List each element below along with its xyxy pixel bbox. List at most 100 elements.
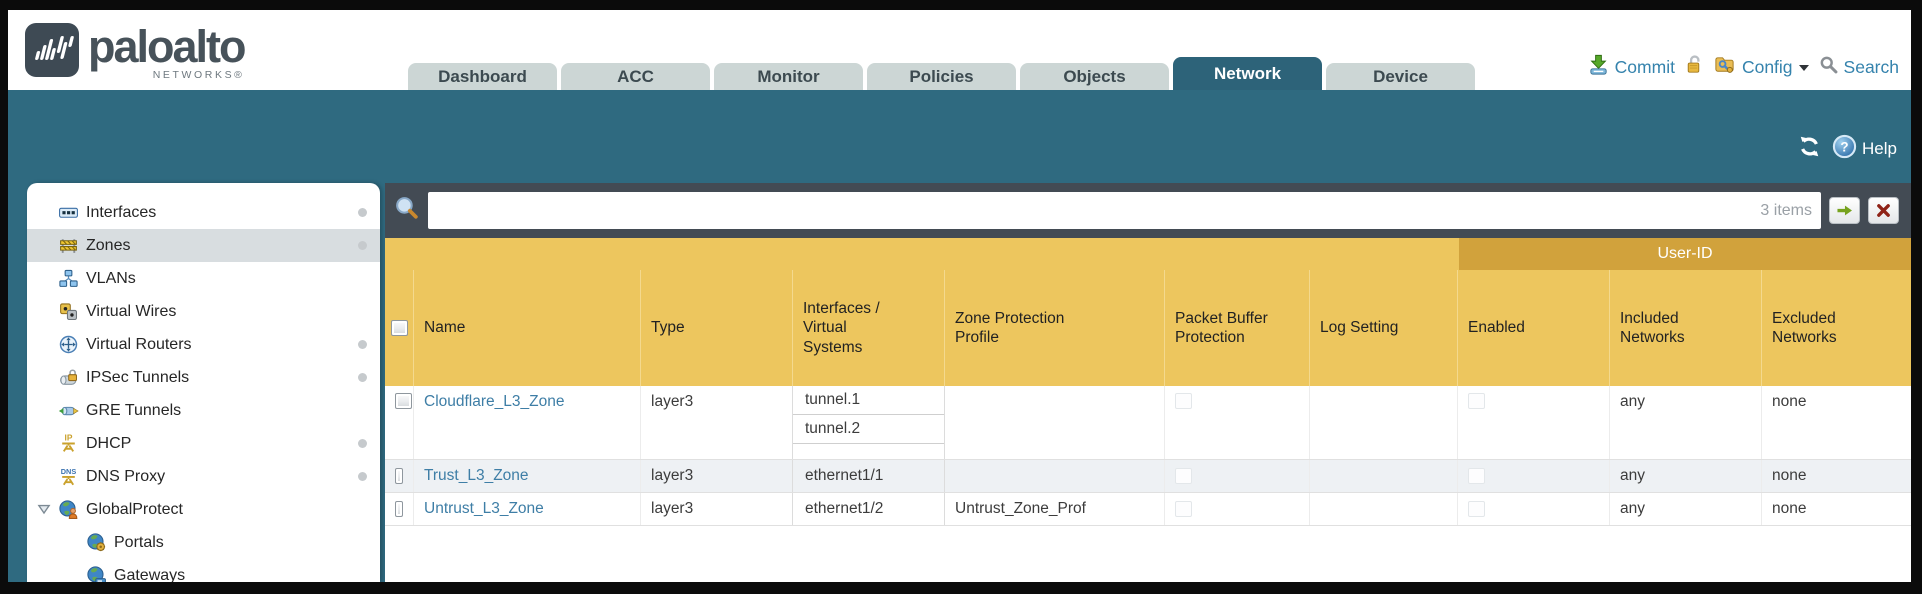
sidebar-item-label: DNS Proxy <box>86 467 166 485</box>
tab-monitor[interactable]: Monitor <box>714 63 863 90</box>
zone-protection-cell: Untrust_Zone_Prof <box>945 493 1165 525</box>
column-header-included-networks[interactable]: Included Networks <box>1610 270 1762 386</box>
zones-icon <box>57 235 79 257</box>
row-select-checkbox[interactable] <box>395 393 412 409</box>
row-select-checkbox[interactable] <box>395 468 403 484</box>
column-header-log-setting[interactable]: Log Setting <box>1310 270 1458 386</box>
top-actions: Commit Config Search <box>1587 53 1899 81</box>
collapse-triangle-icon[interactable] <box>36 501 52 517</box>
user-id-enabled-checkbox <box>1468 501 1485 517</box>
column-header-type[interactable]: Type <box>641 270 793 386</box>
interface-entry: ethernet1/1 <box>805 467 884 484</box>
filter-field: 3 items <box>428 192 1821 229</box>
user-id-group-header: User-ID <box>1459 238 1911 270</box>
sidebar-item-dhcp[interactable]: IP DHCP <box>27 427 380 460</box>
tab-acc[interactable]: ACC <box>561 63 710 90</box>
column-header-name[interactable]: Name <box>414 270 641 386</box>
sidebar-item-virtual-routers[interactable]: Virtual Routers <box>27 328 380 361</box>
filter-input[interactable] <box>428 192 1821 229</box>
column-header-enabled[interactable]: Enabled <box>1458 270 1610 386</box>
column-header-packet-buffer[interactable]: Packet Buffer Protection <box>1165 270 1310 386</box>
paloalto-logo: paloalto NETWORKS® <box>25 21 247 81</box>
log-setting-cell <box>1310 493 1458 525</box>
column-header-zone-protection[interactable]: Zone Protection Profile <box>945 270 1165 386</box>
packet-buffer-checkbox <box>1175 468 1192 484</box>
brand-name: paloalto <box>88 21 247 72</box>
excluded-networks-cell: none <box>1772 393 1807 410</box>
user-id-enabled-cell <box>1458 460 1610 492</box>
refresh-icon[interactable] <box>1796 134 1823 164</box>
tab-dashboard[interactable]: Dashboard <box>408 63 557 90</box>
log-setting-cell <box>1310 460 1458 492</box>
user-id-enabled-checkbox <box>1468 393 1485 409</box>
help-icon[interactable]: ? <box>1832 134 1857 164</box>
zone-type-cell: layer3 <box>641 493 793 525</box>
select-all-checkbox[interactable] <box>390 320 408 336</box>
brand-subtitle: NETWORKS® <box>152 69 245 81</box>
commit-button[interactable]: Commit <box>1587 53 1675 81</box>
included-networks-cell: any <box>1610 386 1762 459</box>
svg-text:?: ? <box>1840 139 1848 154</box>
item-count: 3 items <box>1760 201 1812 219</box>
zone-name-link[interactable]: Untrust_L3_Zone <box>424 500 544 517</box>
column-header-interfaces[interactable]: Interfaces / Virtual Systems <box>793 270 945 386</box>
sidebar-item-label: IPSec Tunnels <box>86 368 190 386</box>
table-empty-space <box>385 526 1911 582</box>
row-select-checkbox[interactable] <box>395 501 403 517</box>
sidebar-item-gateways[interactable]: Gateways <box>27 559 380 582</box>
apply-filter-button[interactable] <box>1829 197 1860 224</box>
row-select-cell <box>385 460 414 492</box>
sidebar-item-label: Gateways <box>114 566 186 583</box>
lock-icon[interactable] <box>1682 53 1705 81</box>
config-icon <box>1712 53 1737 81</box>
gateways-icon <box>85 565 107 582</box>
row-select-cell <box>385 493 414 525</box>
search-icon <box>1818 54 1839 80</box>
globalprotect-icon <box>57 499 79 521</box>
dhcp-icon: IP <box>57 433 79 455</box>
zone-name-cell: Cloudflare_L3_Zone <box>414 386 641 459</box>
sidebar-item-vlans[interactable]: VLANs <box>27 262 380 295</box>
row-select-cell <box>385 386 414 459</box>
sidebar-item-portals[interactable]: Portals <box>27 526 380 559</box>
help-label[interactable]: Help <box>1862 139 1897 158</box>
chevron-down-icon <box>1798 65 1809 71</box>
interfaces-cell: ethernet1/1 <box>793 460 945 492</box>
ellipsis-dot <box>358 439 367 448</box>
packet-buffer-checkbox <box>1175 393 1192 409</box>
search-button[interactable]: Search <box>1818 54 1899 80</box>
teal-band: ? Help <box>8 90 1911 183</box>
sidebar-item-dns-proxy[interactable]: DNS DNS Proxy <box>27 460 380 493</box>
clear-filter-button[interactable] <box>1868 197 1899 224</box>
zones-table: User-ID Name Type Interfaces / Virtual S… <box>385 238 1911 582</box>
sidebar-item-interfaces[interactable]: Interfaces <box>27 196 380 229</box>
sidebar-item-label: Portals <box>114 533 164 551</box>
dns-proxy-icon: DNS <box>57 466 79 488</box>
vlans-icon <box>57 268 79 290</box>
sidebar-item-globalprotect[interactable]: GlobalProtect <box>27 493 380 526</box>
sidebar-item-zones[interactable]: Zones <box>27 229 380 262</box>
tab-device[interactable]: Device <box>1326 63 1475 90</box>
zone-name-link[interactable]: Trust_L3_Zone <box>424 467 529 484</box>
tab-policies[interactable]: Policies <box>867 63 1016 90</box>
sidebar-item-virtual-wires[interactable]: Virtual Wires <box>27 295 380 328</box>
tab-objects[interactable]: Objects <box>1020 63 1169 90</box>
sidebar-item-label: GlobalProtect <box>86 500 183 518</box>
header-group-row: User-ID <box>385 238 1911 270</box>
sidebar-item-label: DHCP <box>86 434 132 452</box>
config-menu-button[interactable]: Config <box>1712 53 1811 81</box>
sidebar-item-gre-tunnels[interactable]: GRE Tunnels <box>27 394 380 427</box>
zone-name-link[interactable]: Cloudflare_L3_Zone <box>424 393 565 410</box>
column-header-excluded-networks[interactable]: Excluded Networks <box>1772 309 1837 346</box>
virtual-wires-icon <box>57 301 79 323</box>
interface-entry: tunnel.1 <box>793 386 944 415</box>
sidebar-item-ipsec-tunnels[interactable]: IPSec Tunnels <box>27 361 380 394</box>
packet-buffer-cell <box>1165 386 1310 459</box>
tab-network[interactable]: Network <box>1173 57 1322 90</box>
